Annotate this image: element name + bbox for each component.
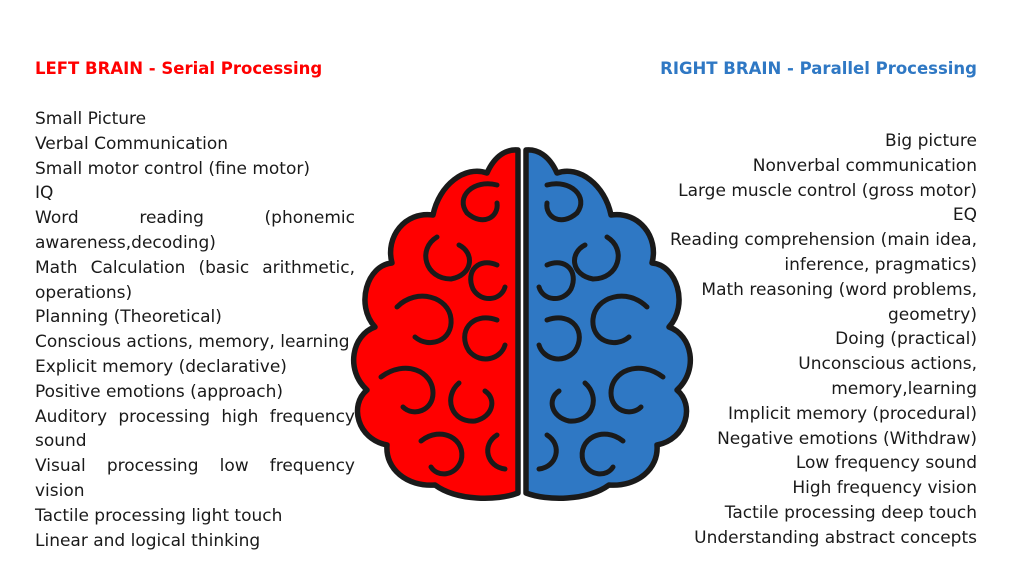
right-list-item: Negative emotions (Withdraw) [717, 428, 977, 449]
left-list-item: Linear and logical thinking [35, 530, 261, 551]
right-list-item: Doing (practical) [835, 329, 977, 350]
right-list-item: Tactile processing deep touch [724, 502, 977, 523]
right-list-item: Large muscle control (gross motor) [678, 180, 977, 201]
left-brain-heading: LEFT BRAIN - Serial Processing [35, 59, 323, 78]
right-brain-heading: RIGHT BRAIN - Parallel Processing [660, 59, 977, 78]
left-list-item: IQ [35, 183, 54, 204]
left-list-item: Auditory processing high frequency sound [35, 406, 355, 452]
right-list-item: Reading comprehension (main idea, infere… [669, 230, 977, 275]
right-list-item: Nonverbal communication [752, 155, 977, 176]
right-list-item: Unconscious actions, memory,learning [798, 354, 977, 399]
left-list-item: Small Picture [35, 109, 147, 129]
left-list-item: Explicit memory (declarative) [35, 356, 287, 377]
left-list-item: Math Calculation (basic arithmetic, oper… [35, 257, 355, 303]
right-list-item: High frequency vision [792, 478, 977, 499]
right-brain-list: Big picture Nonverbal communication Larg… [657, 129, 977, 551]
left-list-item: Word reading (phonemic awareness,decodin… [35, 208, 355, 253]
left-list-item: Positive emotions (approach) [35, 381, 284, 402]
left-list-item: Visual processing low frequency vision [35, 456, 355, 501]
left-list-item: Verbal Communication [35, 133, 229, 154]
left-brain-list: Small Picture Verbal Communication Small… [35, 107, 355, 553]
right-list-item: EQ [952, 205, 977, 226]
right-list-item: Understanding abstract concepts [694, 527, 977, 548]
right-list-item: Big picture [885, 131, 977, 151]
right-list-item: Implicit memory (procedural) [728, 403, 977, 424]
brain-hemispheres-icon [350, 147, 694, 501]
left-list-item: Planning (Theoretical) [35, 307, 222, 328]
right-hemisphere [523, 147, 694, 501]
left-list-item: Small motor control (fine motor) [35, 158, 310, 179]
right-list-item: Math reasoning (word problems, geometry) [701, 279, 977, 325]
left-list-item: Tactile processing light touch [35, 505, 283, 526]
left-list-item: Conscious actions, memory, learning [35, 332, 350, 353]
left-hemisphere [350, 147, 521, 501]
right-list-item: Low frequency sound [795, 453, 977, 474]
